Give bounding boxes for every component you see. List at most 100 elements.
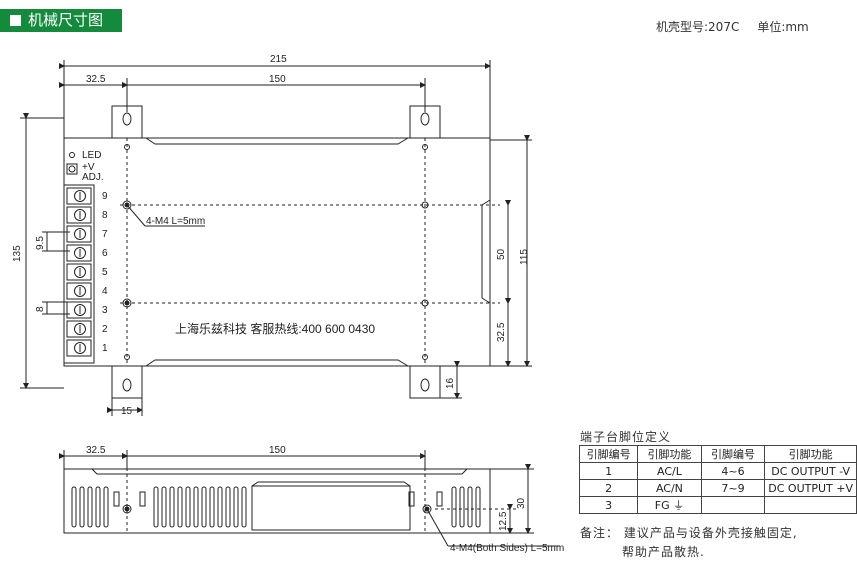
table-row: 2 AC/N 7~9 DC OUTPUT +V	[578, 479, 857, 497]
header-pin-function: 引脚功能	[637, 445, 702, 463]
cooling-fins	[71, 486, 481, 528]
table-cell: 7~9	[700, 479, 766, 497]
terminal-number: 9	[102, 191, 108, 202]
header-pin-number: 引脚编号	[578, 445, 639, 463]
fin-slot	[209, 486, 215, 528]
unit-label: 单位:mm	[757, 20, 809, 34]
pin-definition-table: 引脚编号 引脚功能 引脚编号 引脚功能 1 AC/L 4~6 DC OUTPUT…	[578, 445, 857, 514]
dim-hole-spacing: 150	[269, 74, 286, 85]
side-dim-height: 30	[516, 497, 527, 509]
table-cell: 1	[578, 462, 639, 480]
side-mount-label: 4-M4(Both Sides) L=5mm	[450, 543, 564, 554]
title-square-icon	[10, 15, 21, 26]
dim-hole-vertical: 50	[496, 248, 507, 260]
title-text: 机械尺寸图	[28, 11, 104, 29]
pin-table-title: 端子台脚位定义	[580, 430, 672, 444]
dim-height-right: 115	[519, 249, 530, 265]
dim-terminal-gap: 8	[35, 306, 46, 312]
table-cell: 4~6	[700, 462, 766, 480]
table-header-row: 引脚编号 引脚功能 引脚编号 引脚功能	[578, 445, 857, 463]
fin-slot	[241, 486, 247, 528]
terminal-number: 3	[102, 305, 108, 316]
side-view	[59, 450, 560, 547]
vplus-label: +V	[82, 162, 95, 173]
terminal-slot	[66, 263, 92, 281]
fin-slot	[185, 486, 191, 528]
note: 备注： 建议产品与设备外壳接触固定, 帮助产品散热.	[580, 524, 798, 562]
terminal-screw-icon	[74, 285, 86, 297]
side-dim-offset: 32.5	[86, 445, 106, 456]
fin-slot	[459, 486, 465, 528]
header-pin-number: 引脚编号	[700, 445, 766, 463]
terminal-screw-icon	[74, 190, 86, 202]
terminal-slot	[66, 244, 92, 262]
watermark: 上海乐兹科技 客服热线:400 600 0430	[175, 321, 375, 336]
fin-slot	[467, 486, 473, 528]
fin-slot	[153, 486, 159, 528]
side-dim-hole-height: 12.5	[498, 511, 509, 531]
note-line-1: 备注： 建议产品与设备外壳接触固定,	[580, 526, 798, 540]
table-cell	[764, 496, 857, 514]
dim-tab-height: 16	[445, 377, 456, 389]
fin-slot	[201, 486, 207, 528]
table-row: 3 FG ⏚	[578, 496, 857, 514]
terminal-slot	[66, 187, 92, 205]
fin-slot	[161, 486, 167, 528]
mount-label: 4-M4 L=5mm	[146, 216, 205, 227]
fin-slot	[233, 486, 239, 528]
table-row: 1 AC/L 4~6 DC OUTPUT -V	[578, 462, 857, 480]
fin-slot	[225, 486, 231, 528]
terminal-screw-icon	[74, 266, 86, 278]
terminal-slot	[66, 225, 92, 243]
table-cell: AC/L	[637, 462, 702, 480]
fin-slot	[87, 486, 93, 528]
fin-slot	[71, 486, 77, 528]
terminal-number: 8	[102, 210, 108, 221]
terminal-screw-icon	[74, 247, 86, 259]
led-label: LED	[82, 150, 101, 161]
terminal-screw-icon	[74, 342, 86, 354]
terminal-screw-icon	[74, 304, 86, 316]
terminal-slot	[66, 282, 92, 300]
terminal-screw-icon	[74, 209, 86, 221]
spec-info: 机壳型号:207C 单位:mm	[656, 18, 827, 35]
fin-slot	[79, 486, 85, 528]
terminal-number: 1	[102, 343, 108, 354]
terminal-number: 5	[102, 267, 108, 278]
table-cell	[700, 496, 766, 514]
fin-slot	[475, 486, 481, 528]
fin-slot	[217, 486, 223, 528]
terminal-slot	[66, 301, 92, 319]
fin-slot	[169, 486, 175, 528]
dim-offset: 32.5	[86, 74, 106, 85]
table-cell: 3	[578, 496, 639, 514]
page-title: 机械尺寸图	[0, 9, 122, 32]
dim-tab-width: 15	[121, 406, 133, 417]
note-line-2: 帮助产品散热.	[622, 545, 705, 559]
header-pin-function: 引脚功能	[764, 445, 857, 463]
terminal-slot	[66, 320, 92, 338]
terminal-number: 6	[102, 248, 108, 259]
fin-slot	[95, 486, 101, 528]
adj-label: ADJ.	[82, 172, 104, 183]
table-cell: AC/N	[637, 479, 702, 497]
fin-slot	[177, 486, 183, 528]
table-cell: DC OUTPUT +V	[764, 479, 857, 497]
table-cell: DC OUTPUT -V	[764, 462, 857, 480]
terminal-slot	[66, 339, 92, 357]
case-model: 机壳型号:207C	[656, 20, 740, 34]
dim-terminal-pitch: 9.5	[35, 236, 46, 250]
fin-slot	[193, 486, 199, 528]
terminal-number: 4	[102, 286, 108, 297]
fin-slot	[103, 486, 109, 528]
terminal-slot	[66, 206, 92, 224]
side-dim-hole-spacing: 150	[269, 445, 286, 456]
terminal-number: 7	[102, 229, 108, 240]
terminal-screw-icon	[74, 228, 86, 240]
terminal-screw-icon	[74, 323, 86, 335]
fin-slot	[451, 486, 457, 528]
table-cell: FG ⏚	[637, 496, 702, 514]
top-view	[20, 60, 532, 416]
